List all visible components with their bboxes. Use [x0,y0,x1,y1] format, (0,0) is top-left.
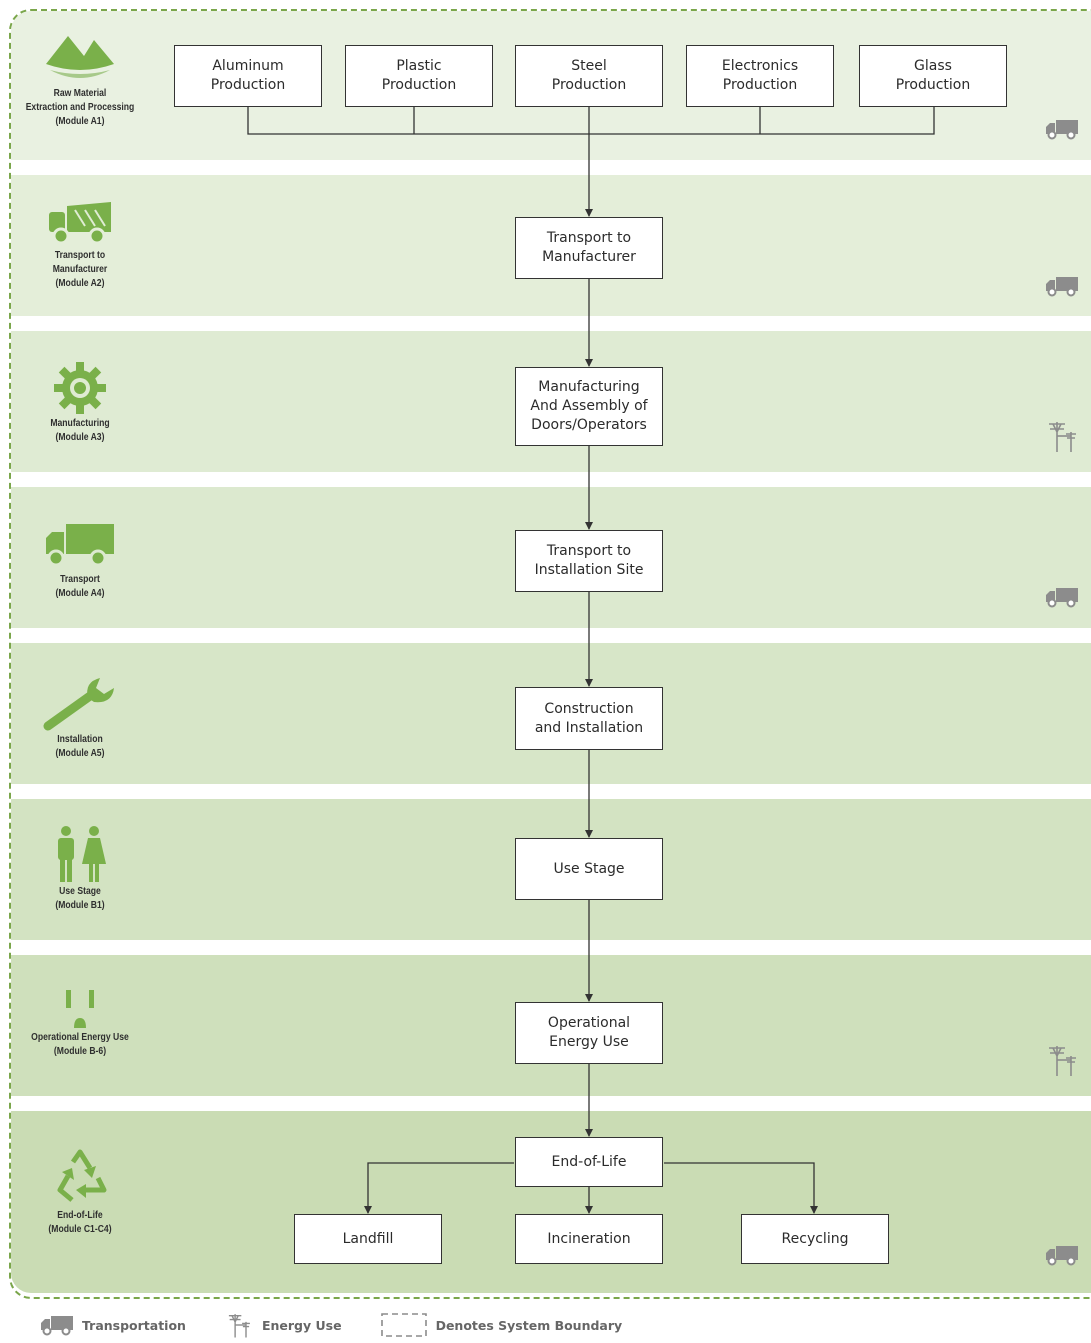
stage-b6-label-block: Operational Energy Use (Module B-6) [0,986,160,1058]
arrow-to-recycling [664,1162,818,1214]
legend-system-boundary: Denotes System Boundary [380,1312,623,1338]
truck-icon [41,1316,73,1336]
legend-transportation-label: Transportation [82,1317,186,1333]
transport-to-manufacturer-node: Transport to Manufacturer [515,217,663,279]
legend-energy-use-label: Energy Use [261,1317,342,1333]
band-a1-truck-icon [1046,120,1078,140]
stage-a2-label-block: Transport to Manufacturer (Module A2) [0,198,160,290]
stage-c-label-block: End-of-Life (Module C1-C4) [0,1148,160,1236]
band-b6-power-pole-icon [1049,1046,1076,1076]
dashed-box-icon [380,1313,427,1337]
steel-production-node: Steel Production [515,45,663,107]
recycling-node: Recycling [741,1214,889,1264]
stage-b1-label: Use Stage (Module B1) [55,885,105,911]
legend-energy-use: Energy Use [224,1311,342,1339]
electronics-production-node: Electronics Production [686,45,834,107]
glass-production-node: Glass Production [859,45,1007,107]
stage-a1-label: Raw Material Extraction and Processing (… [25,87,135,127]
mountains-icon [46,36,114,78]
transport-to-installation-node: Transport to Installation Site [515,530,663,592]
system-boundary [9,9,1091,1299]
outlet-icon [66,990,94,1028]
manufacturing-assembly-node: Manufacturing And Assembly of Doors/Oper… [515,367,663,446]
landfill-node: Landfill [294,1214,442,1264]
stage-a5-label: Installation (Module A5) [55,733,105,759]
stage-a3-label: Manufacturing (Module A3) [50,417,110,443]
stage-a4-label: Transport (Module A4) [55,573,105,599]
band-a4-truck-icon [1046,588,1078,608]
stage-c-label: End-of-Life (Module C1-C4) [48,1209,112,1235]
end-of-life-node: End-of-Life [515,1137,663,1187]
plastic-production-node: Plastic Production [345,45,493,107]
legend-transportation: Transportation [40,1314,186,1336]
power-pole-icon [228,1314,250,1338]
stage-a4-label-block: Transport (Module A4) [0,520,160,600]
people-icon [58,826,106,882]
aluminum-production-node: Aluminum Production [174,45,322,107]
legend: Transportation Energy Use Denotes System… [40,1311,660,1339]
gear-icon [54,362,106,414]
stage-b6-label: Operational Energy Use (Module B-6) [31,1031,129,1057]
stage-b1-label-block: Use Stage (Module B1) [0,824,160,912]
wrench-icon [43,678,114,731]
stage-a5-label-block: Installation (Module A5) [0,674,160,760]
stage-a1-label-block: Raw Material Extraction and Processing (… [0,30,160,128]
truck-icon [46,524,114,567]
stage-a3-label-block: Manufacturing (Module A3) [0,360,160,444]
raw-material-merge-line [247,107,935,135]
arrow-to-landfill [364,1162,514,1214]
legend-system-boundary-label: Denotes System Boundary [435,1317,623,1333]
dump-truck-icon [49,202,111,245]
operational-energy-node: Operational Energy Use [515,1002,663,1064]
construction-installation-node: Construction and Installation [515,687,663,750]
stage-a2-label: Transport to Manufacturer (Module A2) [52,249,108,289]
band-a2-truck-icon [1046,277,1078,297]
use-stage-node: Use Stage [515,838,663,900]
incineration-node: Incineration [515,1214,663,1264]
band-a3-power-pole-icon [1049,422,1076,452]
band-c-truck-icon [1046,1246,1078,1266]
recycle-icon [57,1149,107,1202]
